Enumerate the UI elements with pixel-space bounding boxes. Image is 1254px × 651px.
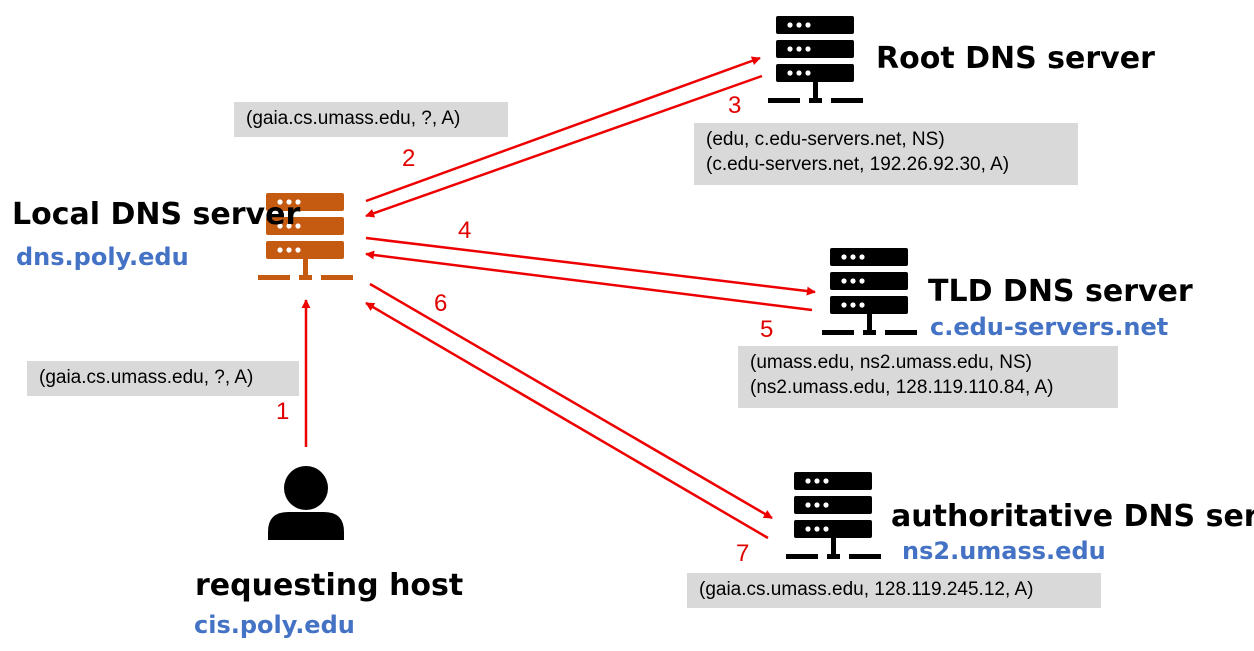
record-line: (umass.edu, ns2.umass.edu, NS) — [750, 352, 1032, 373]
user-icon — [268, 466, 344, 540]
local-dns-server-host: dns.poly.edu — [16, 243, 189, 271]
server-icon — [768, 16, 863, 103]
local-dns-server-title: Local DNS server — [12, 197, 301, 232]
arrow-4-local-to-tld — [365, 236, 816, 296]
server-icon — [822, 248, 917, 335]
step-number-5: 5 — [760, 316, 774, 343]
record-line: (edu, c.edu-servers.net, NS) — [706, 129, 945, 150]
record-box-host-query: (gaia.cs.umass.edu, ?, A) — [27, 361, 299, 396]
record-box-root-reply: (edu, c.edu-servers.net, NS) (c.edu-serv… — [694, 123, 1078, 185]
step-number-1: 1 — [276, 398, 290, 425]
record-line: (c.edu-servers.net, 192.26.92.30, A) — [706, 154, 1010, 175]
arrow-5-tld-to-local — [365, 250, 813, 312]
record-line: (ns2.umass.edu, 128.119.110.84, A) — [750, 377, 1054, 398]
step-number-3: 3 — [728, 92, 742, 119]
step-number-2: 2 — [402, 145, 416, 172]
step-number-7: 7 — [736, 540, 750, 567]
record-line: (gaia.cs.umass.edu, ?, A) — [246, 108, 461, 129]
record-line: (gaia.cs.umass.edu, 128.119.245.12, A) — [699, 579, 1034, 600]
tld-dns-server-host: c.edu-servers.net — [930, 313, 1169, 341]
step-number-6: 6 — [434, 290, 448, 317]
arrow-2-local-to-root — [365, 56, 761, 203]
authoritative-dns-server-title: authoritative DNS server — [891, 499, 1254, 534]
arrow-3-root-to-local — [365, 74, 763, 218]
record-box-tld-reply: (umass.edu, ns2.umass.edu, NS) (ns2.umas… — [738, 346, 1118, 408]
requesting-host-address: cis.poly.edu — [194, 611, 355, 639]
record-line: (gaia.cs.umass.edu, ?, A) — [39, 367, 254, 388]
server-icon — [786, 472, 881, 559]
arrow-6-local-to-authoritative — [369, 282, 773, 520]
step-number-4: 4 — [458, 217, 472, 244]
requesting-host-title: requesting host — [195, 568, 464, 603]
root-dns-server-title: Root DNS server — [876, 41, 1155, 76]
authoritative-dns-server-host: ns2.umass.edu — [902, 537, 1106, 565]
record-box-authoritative-reply: (gaia.cs.umass.edu, 128.119.245.12, A) — [687, 573, 1101, 608]
tld-dns-server-title: TLD DNS server — [928, 274, 1193, 309]
arrow-7-authoritative-to-local — [365, 301, 769, 540]
record-box-query-to-root: (gaia.cs.umass.edu, ?, A) — [234, 102, 508, 137]
